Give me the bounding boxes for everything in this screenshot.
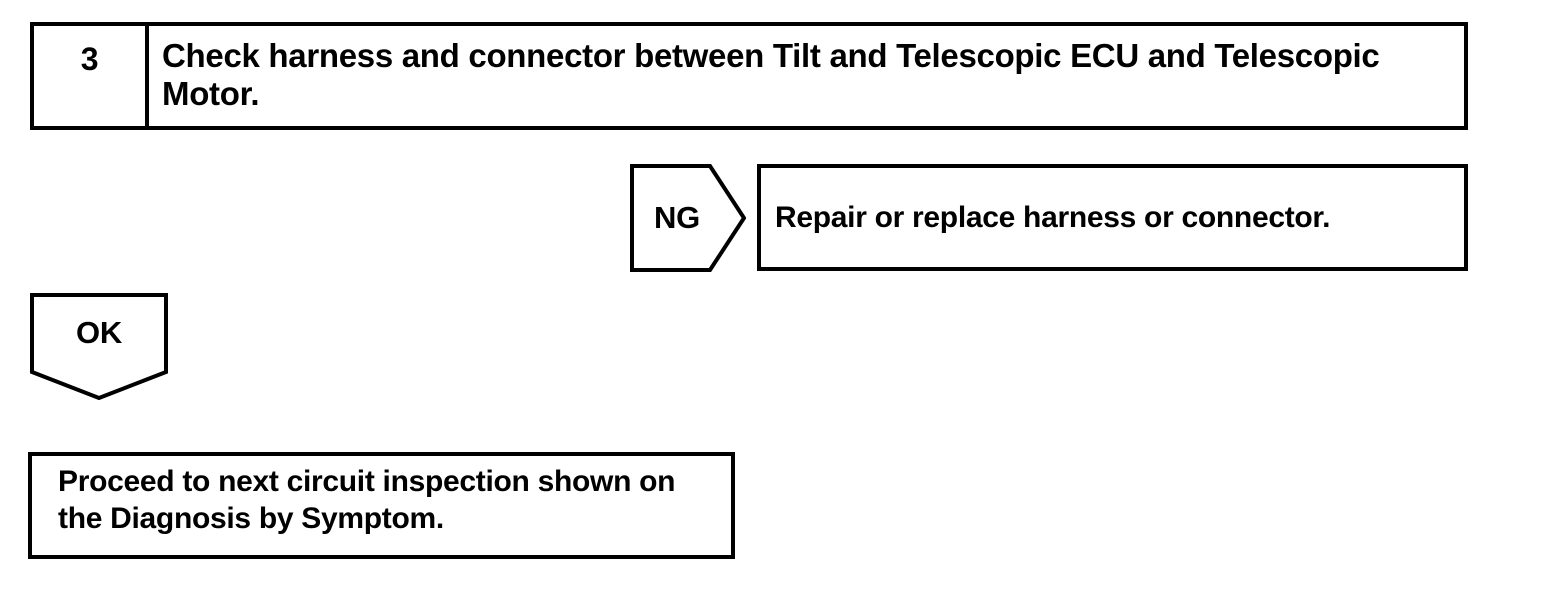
step-instruction-line-1: Check harness and connector between Tilt… [162, 37, 1380, 74]
step-instruction-line-2: Motor. [162, 75, 260, 112]
ng-action-text: Repair or replace harness or connector. [775, 200, 1331, 234]
ok-action-line-2: the Diagnosis by Symptom. [58, 502, 444, 535]
ok-pentagon-shape [30, 293, 168, 400]
step-number: 3 [34, 26, 149, 126]
step-box: 3 Check harness and connector between Ti… [30, 22, 1468, 130]
ok-action-box: Proceed to next circuit inspection shown… [28, 452, 735, 559]
ok-action-line-1: Proceed to next circuit inspection shown… [58, 465, 676, 498]
ng-pentagon-shape [630, 164, 746, 272]
step-instruction: Check harness and connector between Tilt… [149, 26, 1387, 126]
ok-branch-arrow-icon [30, 293, 168, 400]
ng-label: NG [654, 200, 700, 235]
ng-branch-arrow-icon [630, 164, 746, 272]
ng-action-box: Repair or replace harness or connector. [757, 164, 1468, 271]
ok-label: OK [76, 315, 122, 350]
